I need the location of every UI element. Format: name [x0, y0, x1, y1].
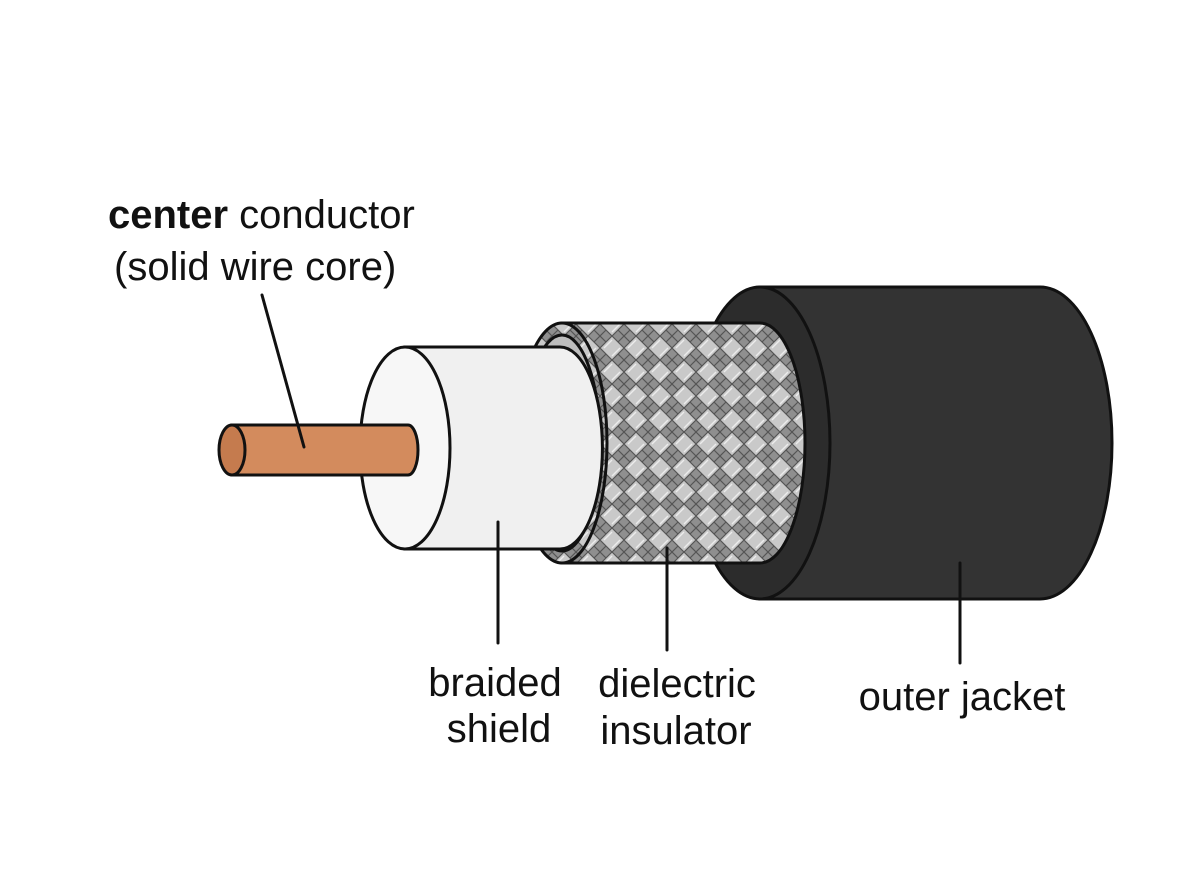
outer-jacket-body — [758, 285, 1114, 601]
dielectric-insulator-label-line2: insulator — [600, 709, 751, 753]
braided-shield-label-line2: shield — [447, 707, 552, 751]
center-conductor-end — [217, 423, 247, 477]
center-conductor — [217, 423, 420, 477]
center-conductor-label: center conductor — [108, 193, 415, 237]
center-conductor-label-line2: (solid wire core) — [114, 245, 396, 289]
center-conductor-label-rest: conductor — [228, 193, 415, 237]
dielectric-insulator — [358, 345, 604, 551]
center-conductor-label-emphasis: center — [108, 193, 228, 237]
dielectric-insulator-label-line1: dielectric — [598, 662, 756, 706]
dielectric-insulator-body — [403, 345, 604, 551]
center-conductor-leader — [260, 293, 306, 449]
center-conductor-body — [230, 423, 420, 477]
braided-shield-label-line1: braided — [428, 661, 561, 705]
outer-jacket-label: outer jacket — [859, 675, 1066, 719]
braided-shield-body — [560, 321, 807, 565]
